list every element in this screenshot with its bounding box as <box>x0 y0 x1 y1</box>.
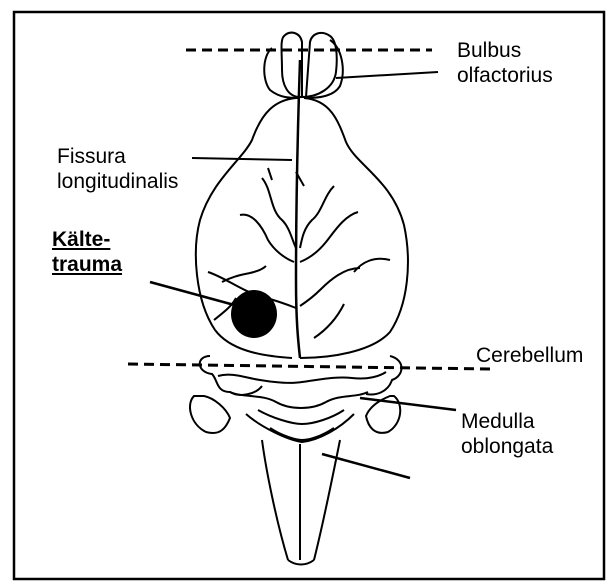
label-kaelte-line1: Kälte- <box>52 227 122 252</box>
label-fissura-line1: Fissura <box>57 144 178 169</box>
label-bulbus-olfactorius: Bulbus olfactorius <box>457 38 553 88</box>
pointer-kaelte <box>150 282 238 306</box>
label-medulla-line2: oblongata <box>461 434 553 459</box>
lesion-spot <box>231 290 277 338</box>
label-bulbus-line1: Bulbus <box>457 38 553 63</box>
label-medulla-line1: Medulla <box>461 409 553 434</box>
label-cerebellum-line1: Cerebellum <box>476 343 583 368</box>
brain-outline <box>190 33 408 565</box>
label-cerebellum: Cerebellum <box>476 343 583 368</box>
label-fissura-longitudinalis: Fissura longitudinalis <box>57 144 178 194</box>
pointer-fissura <box>192 158 292 160</box>
label-kaelte-line2: trauma <box>52 252 122 277</box>
label-bulbus-line2: olfactorius <box>457 63 553 88</box>
label-fissura-line2: longitudinalis <box>57 169 178 194</box>
label-medulla-oblongata: Medulla oblongata <box>461 409 553 459</box>
label-kaelte-trauma: Kälte- trauma <box>52 227 122 277</box>
dashed-line-cerebellum <box>128 364 490 369</box>
pointer-bulbus <box>336 72 438 78</box>
